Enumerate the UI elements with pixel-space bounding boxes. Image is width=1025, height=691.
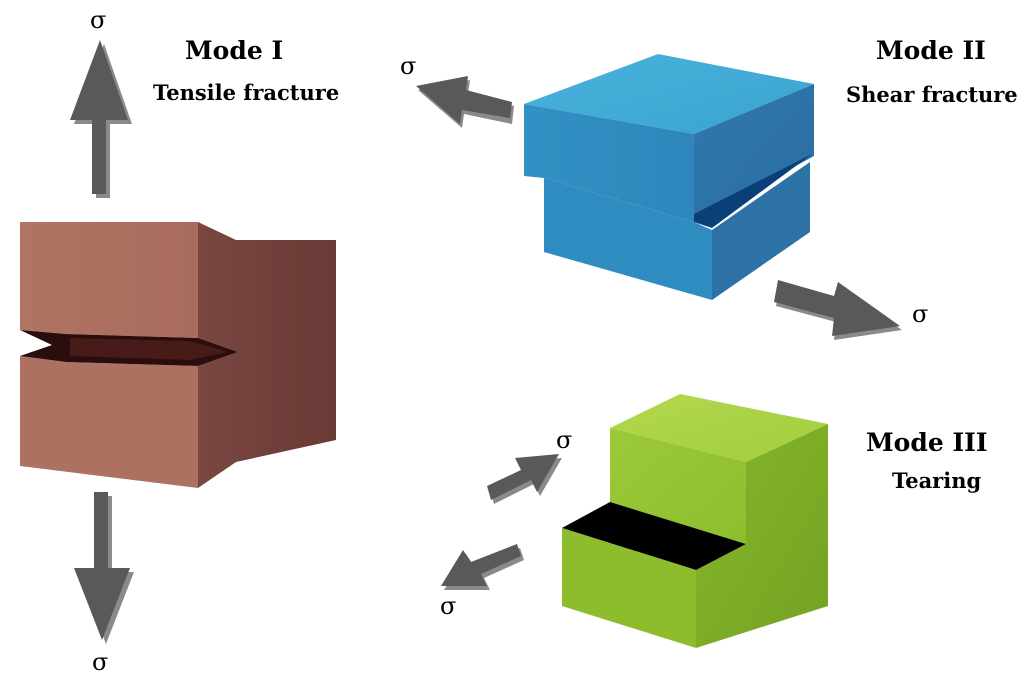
mode-3-block-top [610, 394, 828, 462]
mode-2-title: Mode II [876, 36, 986, 65]
sigma-label-mode-3-upper: σ [556, 426, 573, 454]
mode-2-block-top [524, 54, 814, 134]
sigma-label-mode-2-left: σ [400, 52, 417, 80]
sigma-label-mode-3-lower: σ [440, 592, 457, 620]
mode-2-subtitle: Shear fracture [846, 82, 1018, 107]
sigma-label-mode-2-right: σ [912, 300, 929, 328]
mode-2-left-arrow [416, 76, 514, 128]
mode-3-block-side [696, 424, 828, 648]
mode-3-tear [562, 502, 746, 570]
sigma-label-mode-1-bottom: σ [92, 648, 109, 676]
stress-arrows [70, 40, 902, 644]
mode-2-block-lower-side [712, 162, 810, 300]
mode-1-down-arrow [74, 492, 134, 644]
mode-1-crack-inner [70, 338, 228, 360]
mode-3-lower-arrow [441, 544, 524, 590]
mode-2-right-arrow [774, 280, 902, 340]
mode-2-block [524, 54, 814, 300]
mode-3-subtitle: Tearing [892, 468, 982, 493]
mode-2-block-upper-front [524, 104, 694, 222]
mode-2-block-upper-side [694, 84, 814, 222]
mode-3-upper-arrow [487, 454, 562, 504]
mode-1-block [20, 222, 336, 488]
mode-2-block-lower-front [544, 178, 712, 300]
mode-3-block-lower-front [562, 528, 696, 648]
mode-1-block-lower-face [20, 356, 198, 488]
mode-1-block-upper-face [20, 222, 198, 338]
mode-1-title: Mode I [185, 36, 284, 65]
mode-3-block [562, 394, 828, 648]
mode-1-block-side [198, 222, 336, 488]
sigma-label-mode-1-top: σ [90, 6, 107, 34]
mode-3-block-upper-front [610, 428, 746, 544]
mode-1-up-arrow [70, 40, 132, 198]
mode-1-subtitle: Tensile fracture [153, 80, 340, 105]
mode-2-crack [694, 154, 812, 228]
mode-3-title: Mode III [866, 428, 988, 457]
